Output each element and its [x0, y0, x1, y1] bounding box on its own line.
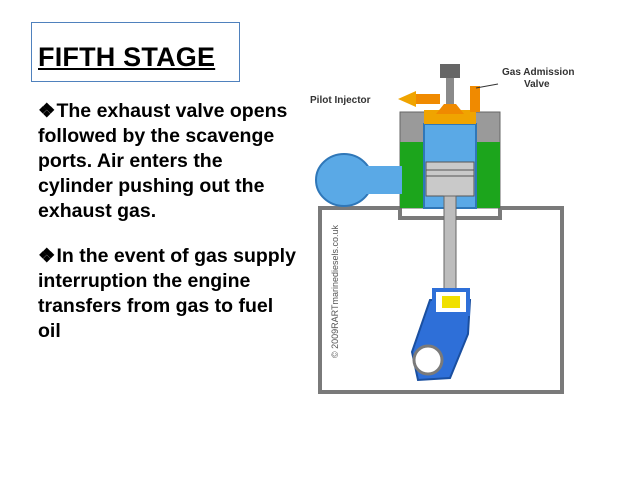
gas-admission-valve — [470, 86, 480, 112]
bullet-item: ❖In the event of gas supply interruption… — [38, 244, 298, 344]
pilot-injector-pipe — [416, 94, 440, 104]
exhaust-valve-head — [436, 104, 464, 114]
crankpin — [412, 344, 444, 376]
diamond-bullet-icon: ❖ — [38, 100, 56, 122]
label-gas-admission: Gas Admission — [502, 67, 574, 78]
valve-spring-housing — [440, 64, 460, 78]
bullet-text: The exhaust valve opens followed by the … — [38, 100, 288, 222]
label-valve: Valve — [524, 79, 550, 90]
gas-admission-leader — [475, 83, 499, 89]
bullet-list: ❖The exhaust valve opens followed by the… — [38, 99, 298, 364]
copyright-credit: © 2009RARTmarinediesels.co.uk — [330, 224, 340, 358]
crosshead-pin — [442, 296, 460, 308]
label-pilot-injector: Pilot Injector — [310, 95, 371, 106]
engine-diagram: Gas Admission Valve Pilot Injector © 200… — [310, 64, 574, 394]
scavenge-belt — [400, 142, 500, 208]
bullet-text: In the event of gas supply interruption … — [38, 245, 296, 342]
crosshead-block — [432, 288, 470, 316]
diamond-bullet-icon: ❖ — [38, 245, 56, 267]
bullet-item: ❖The exhaust valve opens followed by the… — [38, 99, 298, 224]
piston-rod — [443, 195, 457, 297]
exhaust-valve-stem — [446, 76, 454, 112]
piston — [425, 161, 475, 197]
title-box — [31, 22, 240, 82]
pilot-injector-arrow — [398, 91, 416, 107]
scavenge-duct — [358, 166, 402, 194]
slide-title: FIFTH STAGE — [38, 42, 216, 72]
